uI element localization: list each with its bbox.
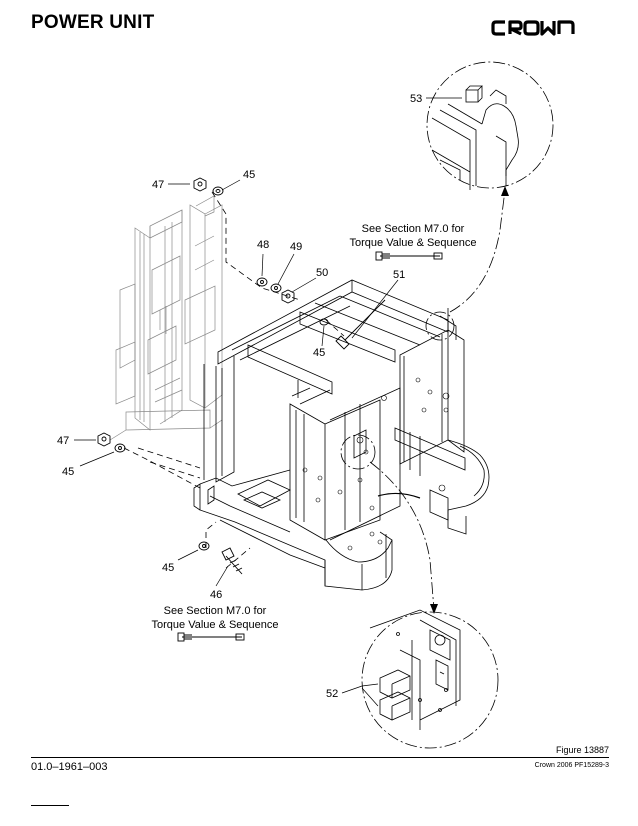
callout-46: 46	[210, 589, 222, 601]
callout-45-mid: 45	[313, 347, 325, 359]
hardware	[97, 177, 443, 642]
mast-assembly	[109, 195, 223, 441]
bottom-stub-divider	[31, 805, 69, 806]
chassis-frame	[193, 279, 490, 591]
torque-notes: See Section M7.0 for Torque Value & Sequ…	[152, 223, 477, 631]
leader-lines	[74, 97, 462, 707]
detail-53	[431, 85, 519, 190]
note-top-line1: See Section M7.0 for	[362, 223, 465, 235]
callout-52: 52	[326, 688, 338, 700]
figure-number: Figure 13887	[555, 745, 609, 755]
torque-wrench-icon-top	[375, 251, 443, 261]
note-top-line2: Torque Value & Sequence	[350, 237, 477, 249]
copyright-text: Crown 2006 PF15289-3	[534, 762, 609, 769]
callout-48: 48	[257, 239, 269, 251]
page-title: POWER UNIT	[31, 12, 155, 33]
note-bottom-line1: See Section M7.0 for	[164, 605, 267, 617]
callout-49: 49	[290, 241, 302, 253]
callout-51: 51	[393, 269, 405, 281]
callout-53: 53	[410, 93, 422, 105]
crown-logo	[491, 18, 577, 43]
callout-47-left: 47	[57, 435, 69, 447]
detail-circles	[340, 61, 554, 749]
detail-52	[369, 609, 461, 730]
footer-divider	[31, 757, 609, 758]
callout-45-top: 45	[243, 169, 255, 181]
torque-wrench-icon-bottom	[177, 632, 245, 642]
frame-holes	[302, 377, 450, 551]
callout-45-bottom: 45	[162, 562, 174, 574]
callout-45-left: 45	[62, 466, 74, 478]
callout-47-top: 47	[152, 179, 164, 191]
callout-50: 50	[316, 267, 328, 279]
callout-labels: 53 47 45 48 49 50 51 45 47 45 45 46 52	[57, 93, 422, 700]
note-bottom-line2: Torque Value & Sequence	[152, 619, 279, 631]
document-number: 01.0–1961–003	[31, 761, 108, 773]
